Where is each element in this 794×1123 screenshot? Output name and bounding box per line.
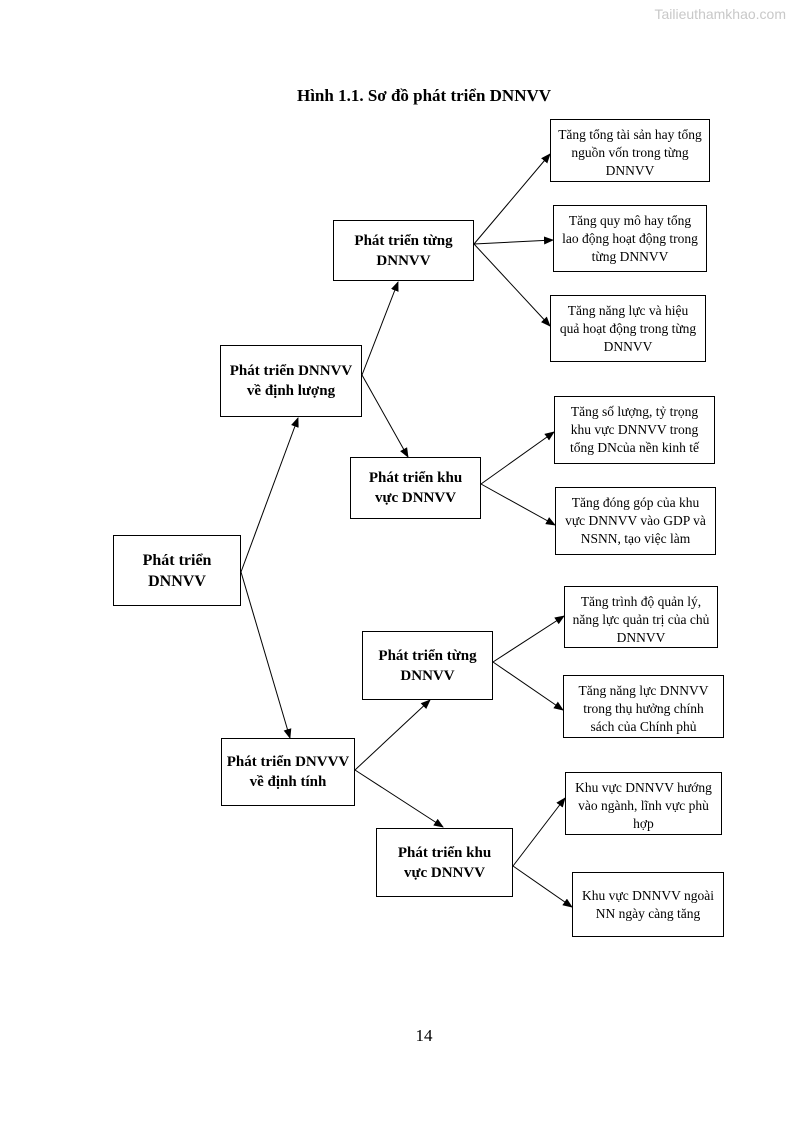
node-qual-sector: Phát triển khu vực DNNVV xyxy=(376,828,513,897)
leaf-sector-fit: Khu vực DNNVV hướng vào ngành, lĩnh vực … xyxy=(565,772,722,835)
leaf-assets: Tăng tổng tài sản hay tổng nguồn vốn tro… xyxy=(550,119,710,182)
node-quantitative: Phát triển DNNVV về định lượng xyxy=(220,345,362,417)
leaf-efficiency: Tăng năng lực và hiệu quả hoạt động tron… xyxy=(550,295,706,362)
node-qual-firm: Phát triển từng DNNVV xyxy=(362,631,493,700)
arrow-firm-assets xyxy=(473,153,551,245)
arrow-quant-sector xyxy=(361,374,409,458)
arrow-qsector-sector xyxy=(512,797,566,867)
figure-title: Hình 1.1. Sơ đồ phát triển DNNVV xyxy=(296,86,552,105)
node-qualitative: Phát triển DNVVV về định tính xyxy=(221,738,355,806)
arrow-sector-count xyxy=(480,431,555,485)
leaf-gdp: Tăng đóng góp của khu vực DNNVV vào GDP … xyxy=(555,487,716,555)
leaf-management: Tăng trình độ quản lý, năng lực quản trị… xyxy=(564,586,718,648)
arrow-quant-firm xyxy=(361,281,399,376)
arrow-qfirm-policy xyxy=(492,661,564,711)
arrow-root-quant xyxy=(240,417,299,573)
arrow-firm-scale xyxy=(473,236,554,245)
leaf-count: Tăng số lượng, tỷ trọng khu vực DNNVV tr… xyxy=(554,396,715,464)
leaf-nonstate: Khu vực DNNVV ngoài NN ngày càng tăng xyxy=(572,872,724,937)
watermark: Tailieuthamkhao.com xyxy=(654,6,786,22)
arrow-qfirm-mgmt xyxy=(492,615,565,663)
arrow-root-qual xyxy=(240,571,292,739)
arrow-qual-sector xyxy=(354,769,444,828)
arrow-sector-gdp xyxy=(480,483,556,526)
leaf-policy: Tăng năng lực DNNVV trong thụ hưởng chín… xyxy=(563,675,724,738)
arrow-qsector-nonstate xyxy=(512,865,573,908)
node-quant-sector: Phát triển khu vực DNNVV xyxy=(350,457,481,519)
arrow-qual-firm xyxy=(354,699,431,771)
leaf-scale: Tăng quy mô hay tổng lao động hoạt động … xyxy=(553,205,707,272)
node-quant-firm: Phát triển từng DNNVV xyxy=(333,220,474,281)
arrow-firm-efficiency xyxy=(473,243,551,327)
page-number: 14 xyxy=(415,1026,433,1045)
node-root: Phát triển DNNVV xyxy=(113,535,241,606)
